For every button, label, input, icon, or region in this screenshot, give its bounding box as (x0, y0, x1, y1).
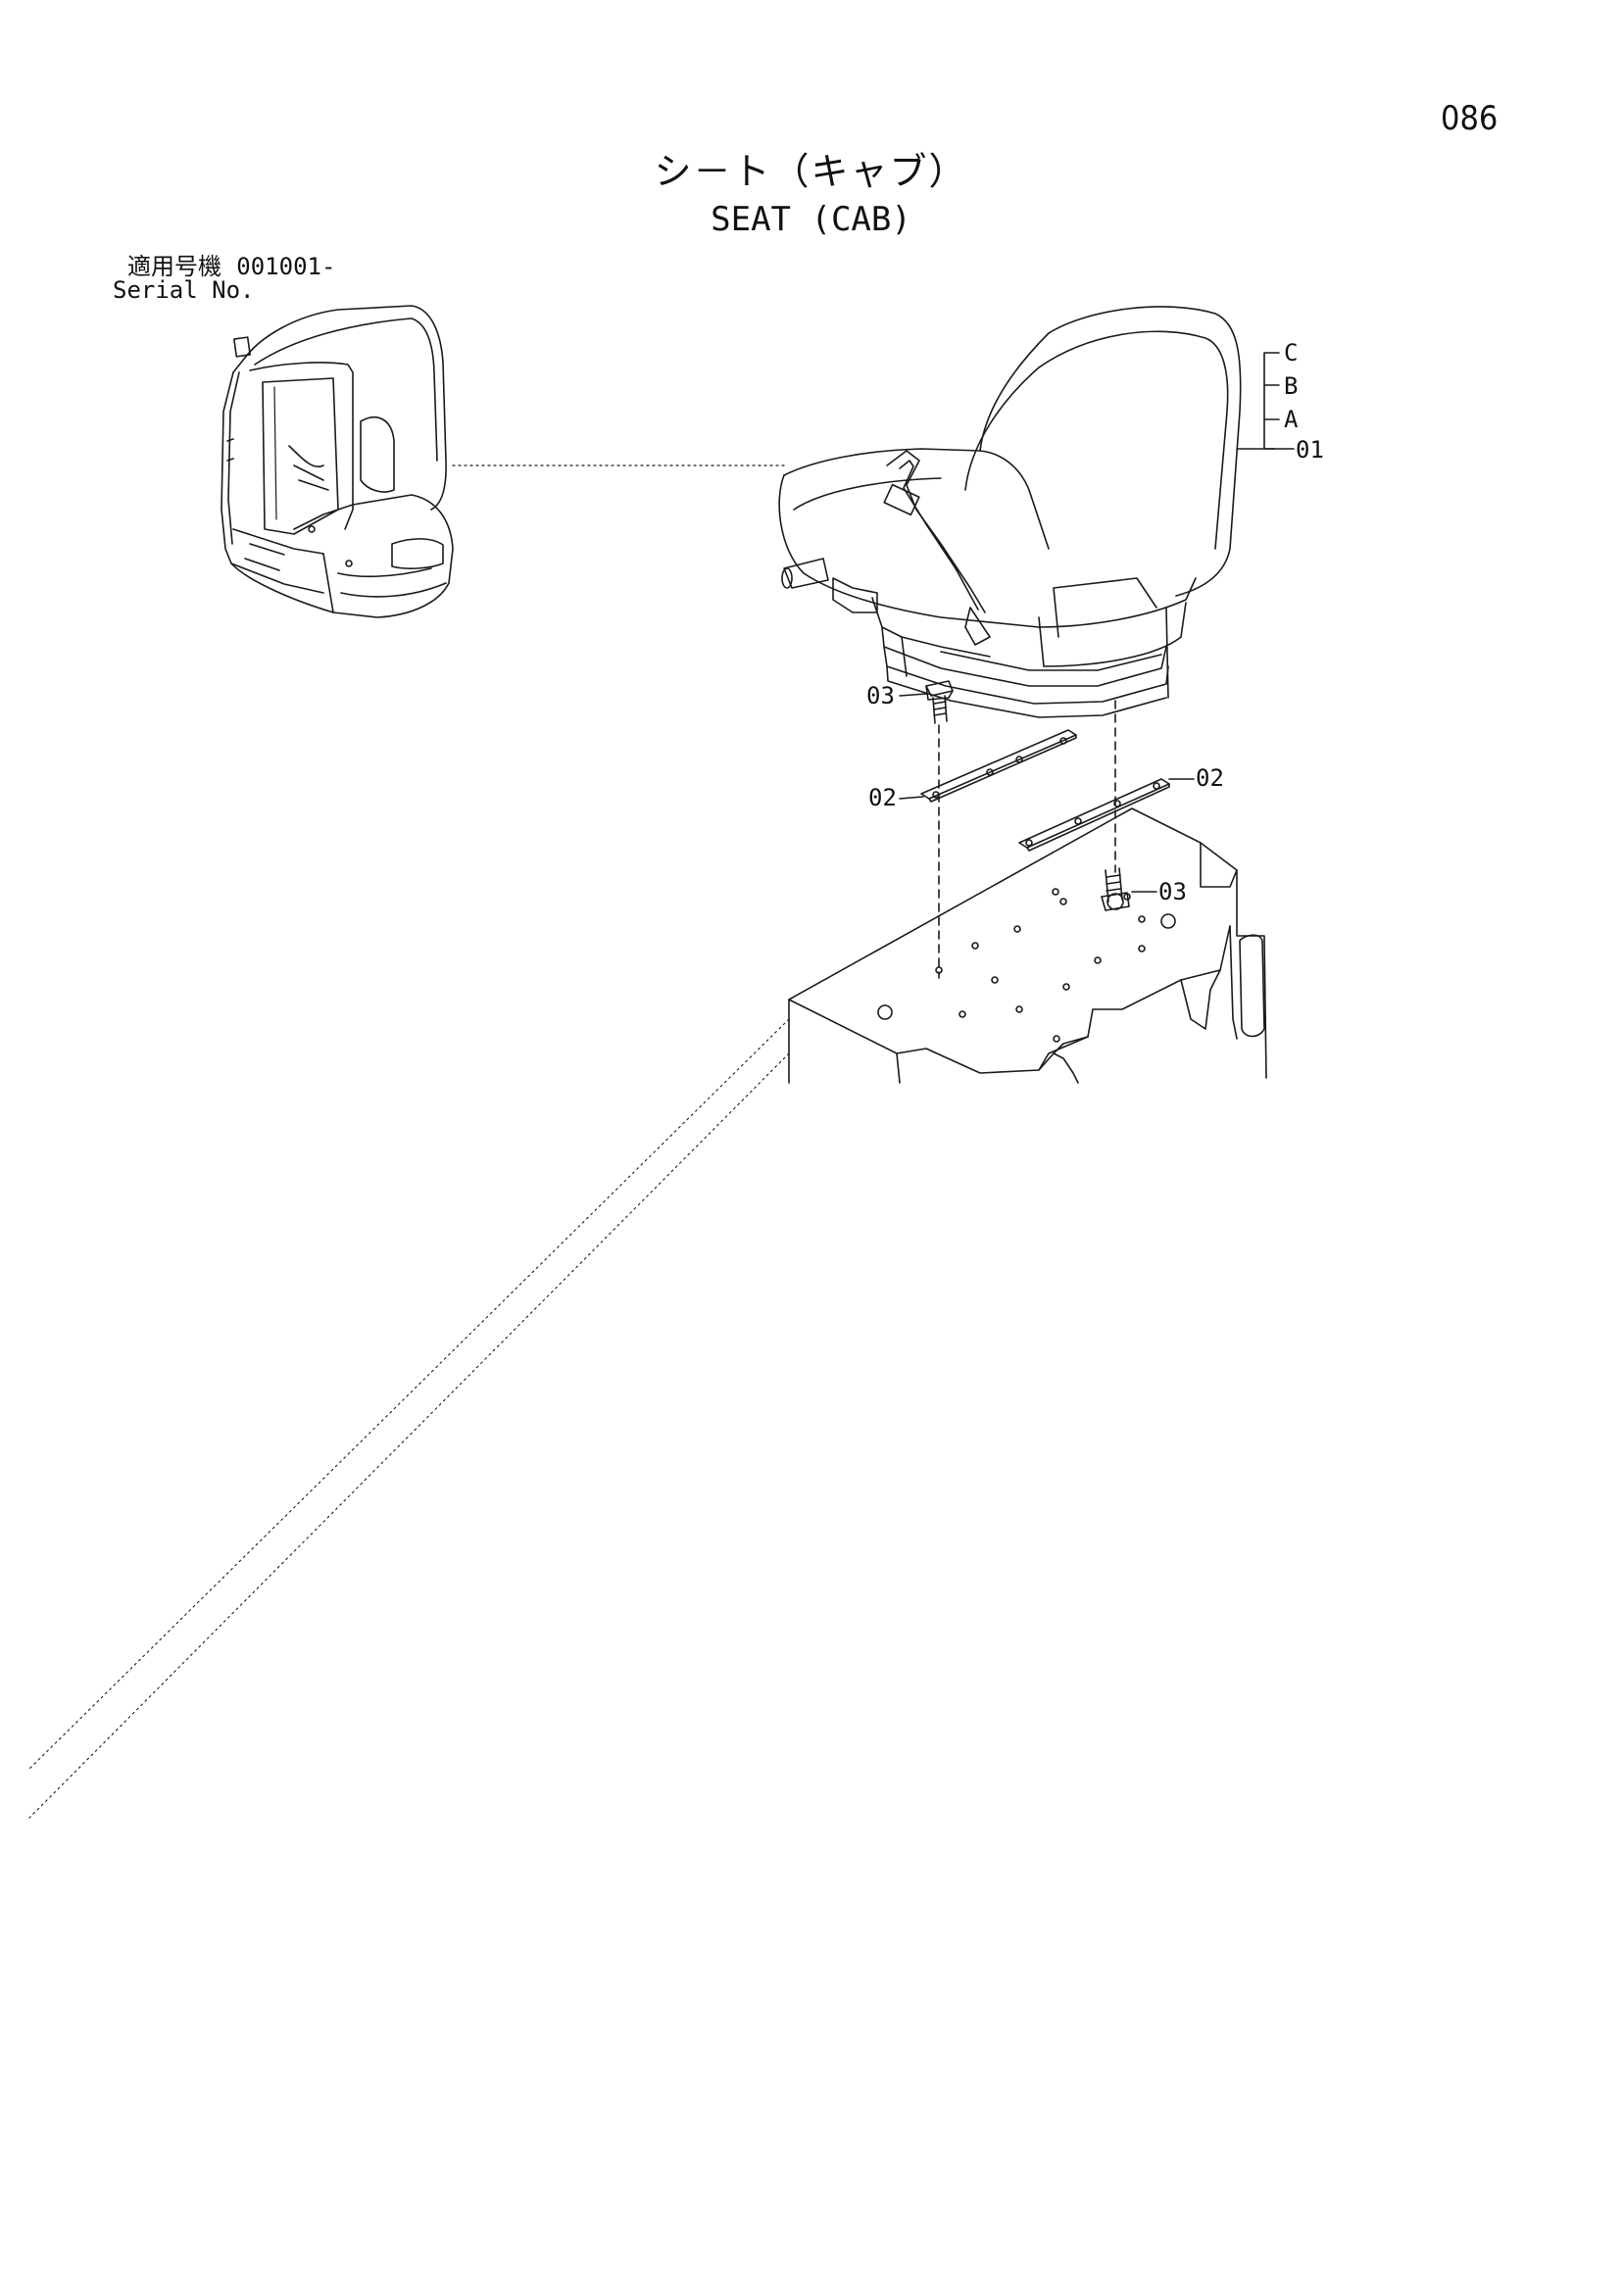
reference-line-upper (29, 1019, 789, 1769)
seat-mounting-frame (789, 808, 1266, 1083)
callout-bolt-right: 03 (1158, 878, 1187, 905)
serial-label-japanese: 適用号機 (127, 253, 221, 280)
leader-plate-left (900, 797, 923, 799)
bolt-right (1102, 868, 1129, 910)
diagram-title-japanese: シ－ト（キャブ） (654, 150, 968, 193)
callout-plate-left: 02 (868, 784, 897, 811)
callout-seat-variant-b: B (1284, 372, 1299, 400)
bolt-left (926, 681, 953, 723)
callout-plate-right: 02 (1196, 764, 1224, 792)
callout-seat-variant-c: C (1284, 339, 1299, 366)
callout-seat-variant-a: A (1284, 406, 1299, 433)
seat-assembly (779, 307, 1241, 717)
callout-bolt-left: 03 (866, 682, 895, 709)
reference-line-lower (29, 1053, 789, 1818)
serial-applicability: 適用号機 001001- (127, 255, 335, 278)
serial-label-english: Serial No. (113, 276, 255, 304)
diagram-title-english: SEAT (CAB) (711, 200, 911, 239)
plate-left (921, 730, 1076, 802)
serial-range: 001001- (236, 253, 336, 280)
seat-variant-bracket (1237, 353, 1294, 449)
leader-bolt-left (900, 694, 926, 696)
plate-right (1019, 779, 1169, 851)
cab-thumbnail (221, 306, 453, 617)
callout-seat: 01 (1296, 436, 1324, 464)
page-number: 086 (1441, 99, 1499, 138)
